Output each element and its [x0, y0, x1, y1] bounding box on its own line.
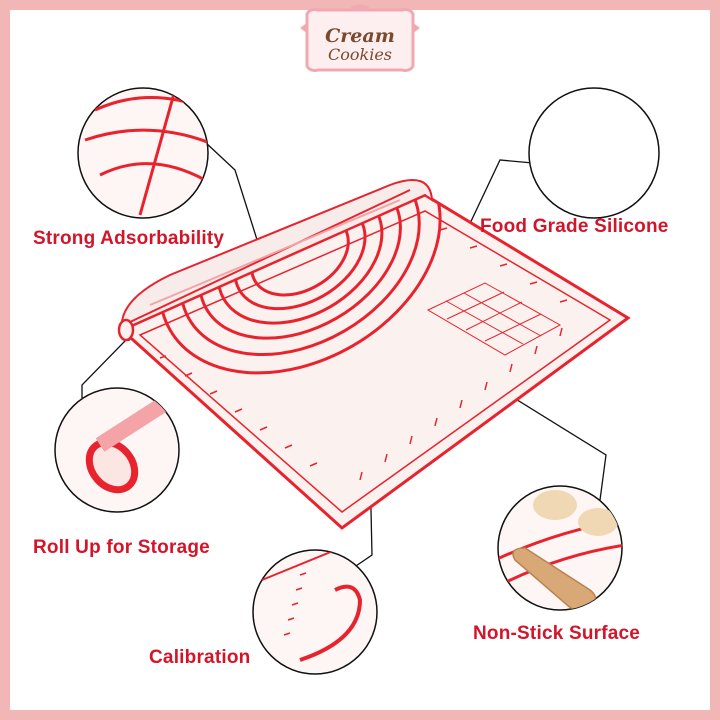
detail-circle-non-stick	[497, 485, 623, 611]
brand-name-line1: Cream	[325, 25, 395, 47]
label-non-stick-surface: Non-Stick Surface	[473, 623, 641, 644]
brand-name: Cream Cookies	[300, 20, 420, 64]
label-strong-adsorbability: Strong Adsorbability	[33, 228, 225, 249]
detail-circle-calibration	[252, 549, 378, 675]
label-food-grade-silicone: Food Grade Silicone	[480, 216, 669, 237]
detail-circle-roll-up	[54, 387, 180, 513]
brand-logo	[300, 4, 420, 72]
label-roll-up-for-storage: Roll Up for Storage	[33, 537, 210, 558]
label-calibration: Calibration	[149, 647, 251, 668]
brand-name-line2: Cookies	[328, 45, 392, 64]
ruler-ticks	[159, 227, 568, 481]
detail-circle-silicone	[528, 87, 660, 219]
detail-circle-adsorbability	[77, 87, 209, 219]
rolled-mat	[117, 179, 434, 342]
